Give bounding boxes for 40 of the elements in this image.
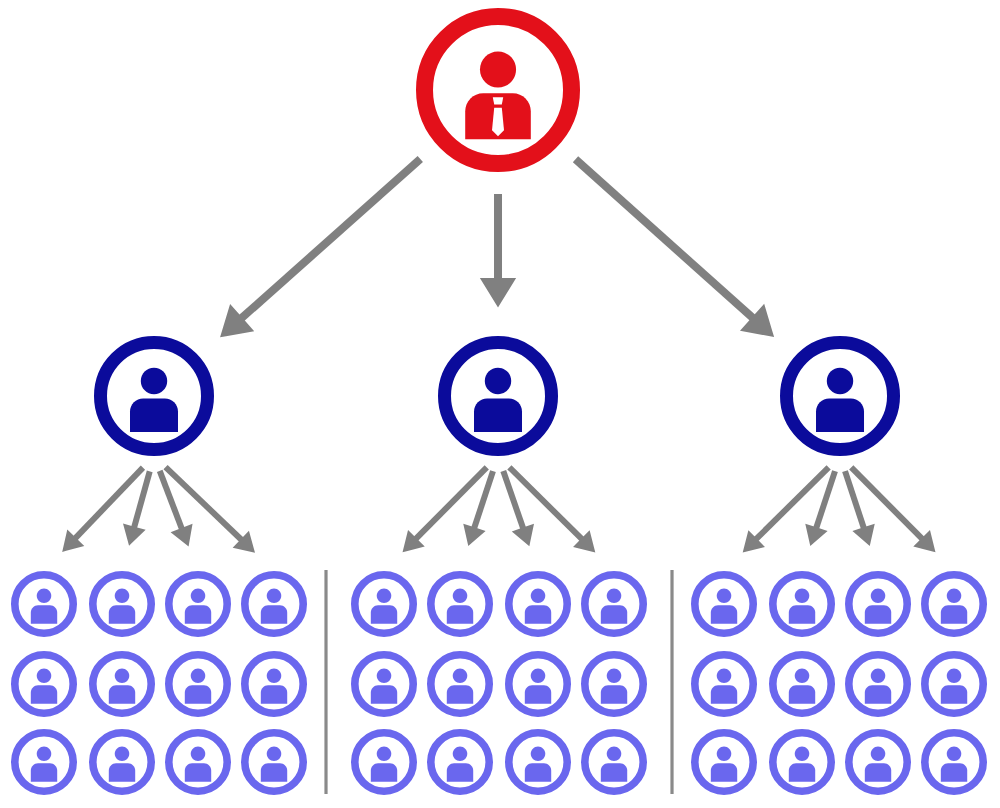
person-icon [769,571,835,637]
person-icon [89,571,155,637]
person-icon [769,651,835,717]
person-icon [581,651,647,717]
person-icon [427,571,493,637]
person-icon [691,651,757,717]
person-icon [845,651,911,717]
person-icon [780,336,900,456]
person-icon [241,571,307,637]
person-icon [845,571,911,637]
person-icon [581,729,647,795]
person-icon [505,729,571,795]
person-icon [427,729,493,795]
person-icon [165,729,231,795]
person-icon [11,651,77,717]
person-icon [691,571,757,637]
person-icon [165,651,231,717]
person-icon [241,651,307,717]
person-icon [581,571,647,637]
person-icon [241,729,307,795]
person-icon [691,729,757,795]
person-icon [165,571,231,637]
person-icon [89,729,155,795]
person-icon [351,651,417,717]
person-icon [921,571,987,637]
person-icon [921,729,987,795]
person-icon [505,651,571,717]
person-icon [11,729,77,795]
person-icon [416,8,580,172]
person-icon [769,729,835,795]
person-icon [921,651,987,717]
person-icon [351,571,417,637]
person-icon [11,571,77,637]
person-icon [845,729,911,795]
person-icon [351,729,417,795]
person-icon [94,336,214,456]
person-icon [89,651,155,717]
person-icon [427,651,493,717]
person-icon [505,571,571,637]
person-icon [438,336,558,456]
